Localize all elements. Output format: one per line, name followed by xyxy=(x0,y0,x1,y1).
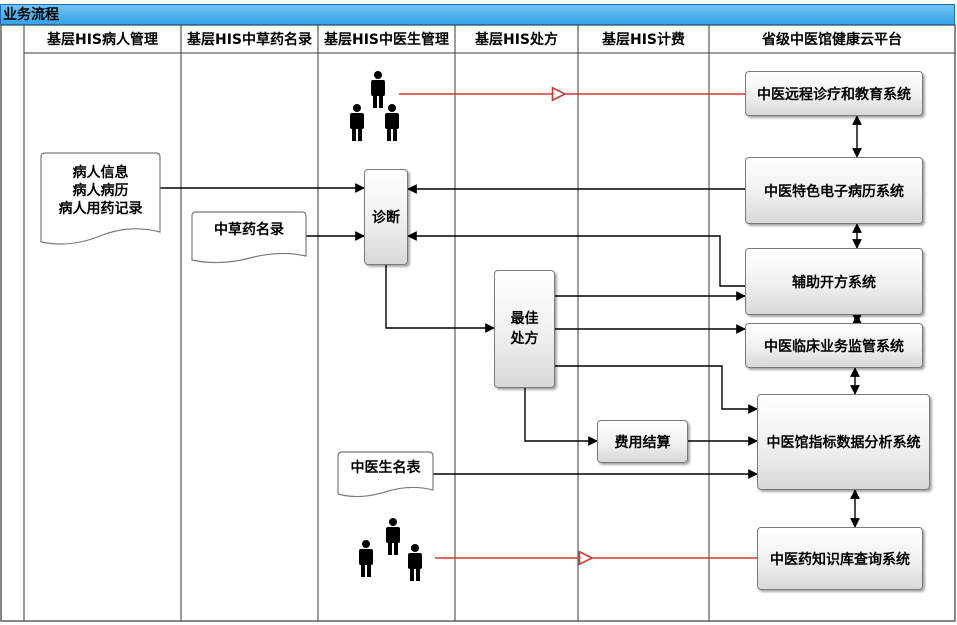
fee-settlement-box: 费用结算 xyxy=(597,420,688,463)
person-icon xyxy=(385,104,399,141)
arrow-auxrx-to-diagnosis xyxy=(407,231,745,287)
system-label: 中医药知识库查询系统 xyxy=(770,551,910,568)
patient-info-document xyxy=(40,152,161,245)
system-clinical-supervision: 中医临床业务监管系统 xyxy=(745,323,923,368)
system-knowledge-base: 中医药知识库查询系统 xyxy=(757,527,923,590)
arrow-prescription-to-fee xyxy=(524,388,598,446)
patient-info-line: 病人病历 xyxy=(72,183,129,199)
system-label: 中医馆指标数据分析系统 xyxy=(766,435,921,451)
arrow-diagnosis-to-prescription xyxy=(385,265,495,333)
arrow-prescription-to-analytics xyxy=(534,365,758,414)
fee-settlement-label: 费用结算 xyxy=(614,434,671,451)
best-prescription-line: 最佳 xyxy=(510,311,539,327)
herb-catalog-document xyxy=(191,211,307,264)
diagnosis-box: 诊断 xyxy=(364,169,408,265)
lane-header-billing: 基层HIS计费 xyxy=(601,32,685,48)
system-label: 中医远程诊疗和教育系统 xyxy=(757,86,911,103)
system-label: 中医临床业务监管系统 xyxy=(764,338,904,355)
person-icon xyxy=(371,71,385,108)
patient-info-text: 病人信息 病人病历 病人用药记录 xyxy=(41,164,160,218)
best-prescription-box: 最佳 处方 xyxy=(494,270,555,388)
person-icon xyxy=(386,518,400,555)
patient-info-line: 病人用药记录 xyxy=(58,201,143,217)
title-bar: 业务流程 xyxy=(0,4,955,25)
diagram-frame xyxy=(0,24,956,622)
system-remote-education: 中医远程诊疗和教育系统 xyxy=(745,71,923,116)
system-label: 辅助开方系统 xyxy=(792,274,876,291)
person-icon xyxy=(408,544,422,581)
lane-header-doctor: 基层HIS中医生管理 xyxy=(323,32,449,48)
system-label: 中医特色电子病历系统 xyxy=(764,183,904,200)
lane-header-cloud: 省级中医馆健康云平台 xyxy=(762,32,902,48)
lane-header-herb: 基层HIS中草药名录 xyxy=(186,32,312,48)
system-aux-prescription: 辅助开方系统 xyxy=(745,248,923,315)
best-prescription-line: 处方 xyxy=(510,331,539,347)
system-emr: 中医特色电子病历系统 xyxy=(745,157,923,224)
diagnosis-label: 诊断 xyxy=(372,210,400,226)
person-icon xyxy=(350,104,364,141)
herb-catalog-label: 中草药名录 xyxy=(214,222,284,238)
patient-info-line: 病人信息 xyxy=(72,165,129,181)
system-analytics: 中医馆指标数据分析系统 xyxy=(757,394,930,490)
lane-dividers xyxy=(23,25,710,621)
doctor-roster-label: 中医生名表 xyxy=(350,460,421,476)
lane-header-patient: 基层HIS病人管理 xyxy=(46,32,158,48)
diagram-title: 业务流程 xyxy=(3,7,59,23)
person-icon xyxy=(359,540,373,577)
doctor-roster-document xyxy=(337,451,434,498)
lane-header-prescription: 基层HIS处方 xyxy=(474,32,558,48)
